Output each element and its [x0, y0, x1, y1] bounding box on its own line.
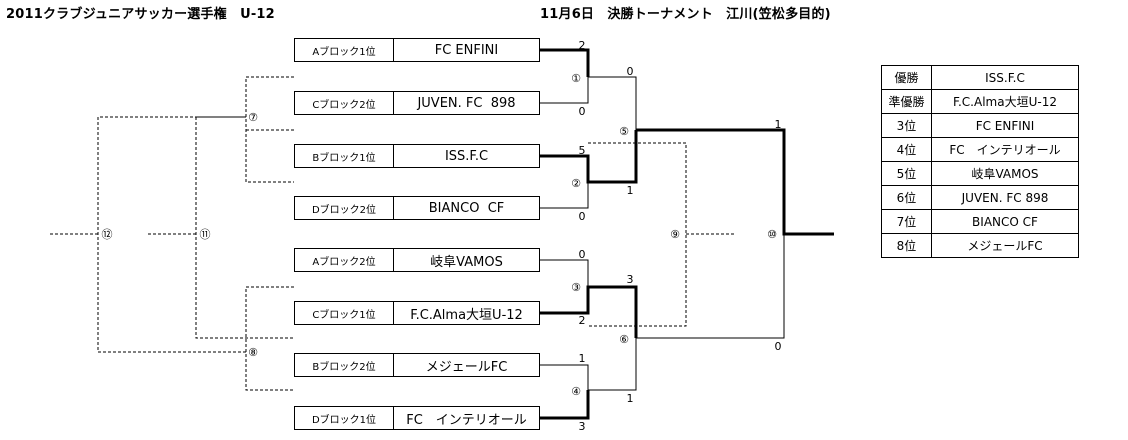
consolation-line-7	[195, 76, 294, 339]
score-6a: 3	[627, 273, 634, 286]
schedule-title: 11月6日 決勝トーナメント 江川(笠松多目的)	[540, 7, 831, 22]
winner-path-1	[540, 48, 590, 77]
team-name: メジェールFC	[425, 359, 508, 375]
standings-row: 準優勝 F.C.Alma大垣U-12	[881, 89, 1079, 114]
standings-row: 4位 FC インテリオール	[881, 137, 1079, 162]
seed-label: Bブロック1位	[295, 145, 394, 167]
bracket-line-4	[540, 364, 589, 390]
team-name: JUVEN. FC 898	[417, 95, 516, 111]
seed-label: Cブロック2位	[295, 92, 394, 114]
score-1b: 0	[579, 105, 586, 118]
match-number-8: ⑧	[248, 346, 258, 359]
team-cell: FC インテリオール	[931, 137, 1079, 162]
team-name: BIANCO CF	[428, 200, 505, 216]
team-cell: ISS.F.C	[931, 65, 1079, 90]
score-2a: 5	[579, 144, 586, 157]
team-cell: F.C.Alma大垣U-12	[931, 89, 1079, 114]
team-row: Bブロック2位 メジェールFC	[294, 353, 540, 377]
team-cell: BIANCO CF	[931, 209, 1079, 234]
bracket-line-10	[636, 234, 785, 339]
match-number-11: ⑪	[200, 228, 211, 241]
bracket-line-1	[540, 77, 589, 104]
match-number-4: ④	[571, 385, 581, 398]
team-row: Cブロック2位 JUVEN. FC 898	[294, 91, 540, 115]
rank-cell: 6位	[881, 185, 932, 210]
standings-row: 3位 FC ENFINI	[881, 113, 1079, 138]
standings-row: 6位 JUVEN. FC 898	[881, 185, 1079, 210]
score-6b: 1	[627, 392, 634, 405]
rank-cell: 準優勝	[881, 89, 932, 114]
match-number-12: ⑫	[102, 228, 113, 241]
seed-label: Dブロック1位	[295, 407, 394, 429]
match-number-10: ⑩	[767, 228, 777, 241]
standings-row: 8位 メジェールFC	[881, 233, 1079, 258]
team-row: Aブロック1位 FC ENFINI	[294, 38, 540, 62]
seed-label: Aブロック2位	[295, 249, 394, 271]
bracket-line-3	[540, 259, 589, 287]
consolation-line-9	[588, 142, 736, 327]
rank-cell: 8位	[881, 233, 932, 258]
team-cell: FC ENFINI	[931, 113, 1079, 138]
team-row: Cブロック1位 F.C.Alma大垣U-12	[294, 301, 540, 325]
team-row: Dブロック1位 FC インテリオール	[294, 406, 540, 430]
score-3a: 0	[579, 248, 586, 261]
team-name: 岐阜VAMOS	[430, 254, 503, 270]
rank-cell: 優勝	[881, 65, 932, 90]
team-cell: JUVEN. FC 898	[931, 185, 1079, 210]
bracket-line-5	[588, 76, 637, 130]
standings-row: 7位 BIANCO CF	[881, 209, 1079, 234]
score-final-a: 1	[775, 118, 782, 131]
team-cell: 岐阜VAMOS	[931, 161, 1079, 186]
team-name: FC インテリオール	[406, 412, 527, 428]
team-cell: メジェールFC	[931, 233, 1079, 258]
match-number-5: ⑤	[619, 125, 629, 138]
team-name: F.C.Alma大垣U-12	[410, 307, 523, 323]
score-2b: 0	[579, 210, 586, 223]
score-1a: 2	[579, 39, 586, 52]
score-5a: 0	[627, 65, 634, 78]
winner-path-3	[540, 285, 638, 338]
score-5b: 1	[627, 184, 634, 197]
match-number-9: ⑨	[670, 228, 680, 241]
score-4b: 3	[579, 420, 586, 433]
bracket-line-6	[588, 338, 637, 391]
rank-cell: 7位	[881, 209, 932, 234]
team-row: Bブロック1位 ISS.F.C	[294, 144, 540, 168]
seed-label: Bブロック2位	[295, 354, 394, 376]
rank-cell: 4位	[881, 137, 932, 162]
seed-label: Dブロック2位	[295, 197, 394, 219]
match-number-3: ③	[571, 281, 581, 294]
winner-path-4	[540, 390, 590, 420]
winner-path-2	[540, 130, 638, 184]
tournament-title: 2011クラブジュニアサッカー選手権 U-12	[6, 7, 275, 22]
seed-label: Cブロック1位	[295, 302, 394, 324]
match-number-6: ⑥	[619, 333, 629, 346]
rank-cell: 3位	[881, 113, 932, 138]
team-row: Aブロック2位 岐阜VAMOS	[294, 248, 540, 272]
score-4a: 1	[579, 352, 586, 365]
team-name: FC ENFINI	[434, 42, 499, 58]
score-3b: 2	[579, 314, 586, 327]
team-row: Dブロック2位 BIANCO CF	[294, 196, 540, 220]
final-standings-table: 優勝 ISS.F.C 準優勝 F.C.Alma大垣U-12 3位 FC ENFI…	[881, 65, 1079, 258]
winner-path-final	[636, 128, 834, 236]
rank-cell: 5位	[881, 161, 932, 186]
standings-row: 5位 岐阜VAMOS	[881, 161, 1079, 186]
match-number-2: ②	[571, 177, 581, 190]
score-final-b: 0	[775, 340, 782, 353]
match-number-1: ①	[571, 72, 581, 85]
bracket-line-2	[540, 182, 589, 209]
standings-row: 優勝 ISS.F.C	[881, 65, 1079, 90]
team-name: ISS.F.C	[444, 148, 489, 164]
seed-label: Aブロック1位	[295, 39, 394, 61]
match-number-7: ⑦	[248, 111, 258, 124]
